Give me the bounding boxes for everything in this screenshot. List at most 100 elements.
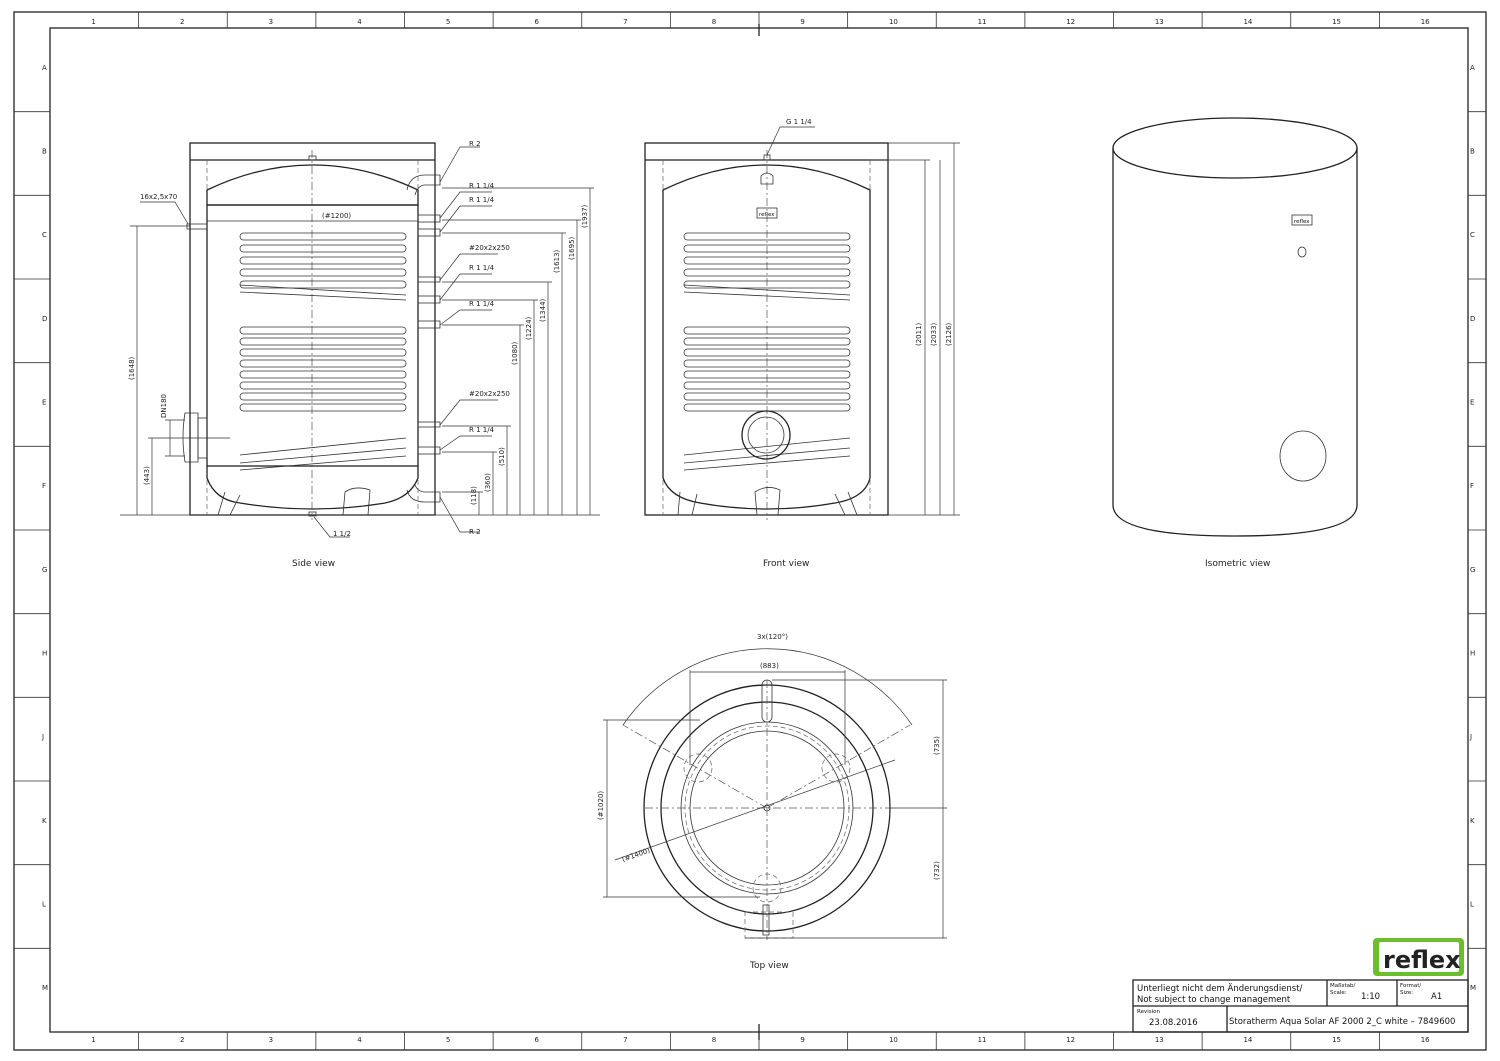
coil-turn (683, 348, 851, 357)
grid-row-label: G (1470, 566, 1475, 574)
format-value: A1 (1431, 992, 1442, 1002)
coil-turn (683, 370, 851, 379)
coil-turn (239, 268, 407, 277)
grid-column-label: 14 (1243, 18, 1252, 26)
grid-column-label: 9 (800, 1036, 804, 1044)
dim-label: (360) (484, 473, 492, 492)
grid-column-label: 7 (623, 18, 627, 26)
coil-turn (239, 256, 407, 265)
connection-label: R 1 1/4 (469, 196, 495, 204)
front-view: reflex G 1 1/4 (2011) (2033) (2126) Fron… (644, 118, 960, 569)
grid-row-label: J (41, 733, 44, 741)
sensor-label: 16x2,5x70 (140, 193, 177, 201)
grid-column-label: 3 (269, 18, 273, 26)
dim-label: (#1200) (322, 212, 351, 220)
dim-label: (1695) (568, 236, 576, 260)
grid-column-label: 2 (180, 1036, 184, 1044)
grid-row-label: B (1470, 148, 1475, 156)
view-title: Isometric view (1205, 559, 1270, 569)
grid-column-label: 13 (1155, 18, 1164, 26)
coil-turn (239, 403, 407, 412)
view-title: Side view (292, 559, 335, 569)
drawing-title: Storatherm Aqua Solar AF 2000 2_C white … (1229, 1017, 1455, 1027)
coil-turn (683, 256, 851, 265)
grid-column-label: 5 (446, 1036, 450, 1044)
grid-row-label: M (1470, 984, 1476, 992)
grid-column-label: 10 (889, 18, 898, 26)
coil-turn (239, 381, 407, 390)
dim-label: (735) (933, 736, 941, 755)
dim-label: (#1400) (621, 846, 651, 864)
connection-label: #20x2x250 (469, 390, 510, 398)
dim-label: (1344) (539, 298, 547, 322)
coil-turn (683, 381, 851, 390)
flange-label: DN180 (160, 394, 168, 418)
grid-column-label: 8 (712, 1036, 716, 1044)
grid-column-label: 5 (446, 18, 450, 26)
grid-row-label: K (1470, 817, 1475, 825)
grid-column-label: 8 (712, 18, 716, 26)
coil-turn (683, 337, 851, 346)
grid-column-label: 13 (1155, 1036, 1164, 1044)
grid-row-label: H (42, 650, 47, 658)
grid-column-label: 4 (357, 18, 362, 26)
scale-label: Scale: (1330, 990, 1347, 996)
note-en: Not subject to change management (1137, 995, 1291, 1005)
coil-turn (239, 280, 407, 289)
coil-turn (239, 337, 407, 346)
outer-frame (13, 11, 1487, 1051)
grid-column-label: 6 (534, 18, 539, 26)
grid-row-label: C (1470, 231, 1475, 239)
grid-column-label: 4 (357, 1036, 362, 1044)
format-label: Format/ (1400, 983, 1421, 989)
dim-label: (2126) (945, 322, 953, 346)
svg-text:reflex: reflex (1383, 946, 1461, 974)
grid-row-label: F (1470, 482, 1474, 490)
scale-value: 1:10 (1361, 992, 1380, 1002)
grid-column-label: 12 (1066, 18, 1075, 26)
grid-row-label: E (42, 399, 46, 407)
grid-column-label: 1 (91, 18, 95, 26)
dim-label: (118) (470, 486, 478, 505)
grid-row-label: J (1469, 733, 1472, 741)
dim-label: (732) (933, 861, 941, 880)
side-view: (#1200) 16x2,5x70 1 1/2 (1648) (443) DN1… (120, 140, 600, 569)
width-label: (883) (760, 662, 779, 670)
coil-turn (239, 370, 407, 379)
grid-row-label: E (1470, 399, 1474, 407)
reflex-logo: reflex (1373, 938, 1464, 976)
grid-row-label: M (42, 984, 48, 992)
top-connection-label: G 1 1/4 (786, 118, 812, 126)
coil-turn (239, 392, 407, 401)
view-title: Top view (749, 961, 789, 971)
coil-turn (239, 359, 407, 368)
revision-label: Revision (1137, 1009, 1160, 1015)
grid-column-label: 15 (1332, 18, 1341, 26)
coil-turn (683, 280, 851, 289)
connection-label: #20x2x250 (469, 244, 510, 252)
grid-reference: 1122334455667788991010111112121313141415… (14, 12, 1486, 1050)
connection-label: R 2 (469, 528, 481, 536)
grid-column-label: 6 (534, 1036, 539, 1044)
inner-frame (49, 27, 1469, 1033)
coil-turn (239, 326, 407, 335)
coil-turn (239, 232, 407, 241)
grid-column-label: 10 (889, 1036, 898, 1044)
grid-column-label: 7 (623, 1036, 627, 1044)
coil-turn (239, 244, 407, 253)
connection-label: R 1 1/4 (469, 182, 495, 190)
grid-column-label: 16 (1421, 18, 1430, 26)
connection-label: R 2 (469, 140, 481, 148)
grid-column-label: 14 (1243, 1036, 1252, 1044)
dim-label: (2011) (915, 322, 923, 346)
dim-label: (2033) (930, 322, 938, 346)
angle-label: 3x(120°) (757, 633, 788, 641)
dim-label: (443) (143, 466, 151, 485)
dim-label: (1080) (511, 341, 519, 365)
grid-column-label: 9 (800, 18, 804, 26)
grid-row-label: D (42, 315, 47, 323)
connection-label: R 1 1/4 (469, 300, 495, 308)
dim-label: (1937) (581, 204, 589, 228)
bottom-connection-label: 1 1/2 (333, 530, 351, 538)
